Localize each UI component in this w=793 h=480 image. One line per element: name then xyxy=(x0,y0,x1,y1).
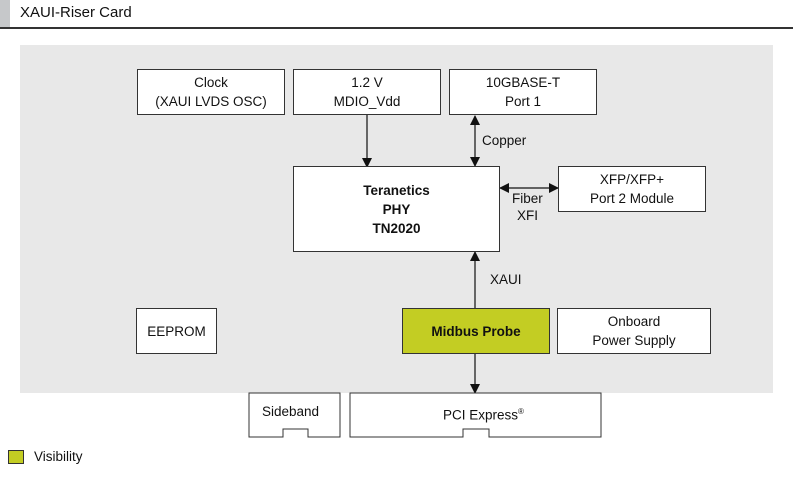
port1-line1: 10GBASE-T xyxy=(485,75,561,90)
legend-visibility-swatch xyxy=(8,450,24,464)
copper-label: Copper xyxy=(482,133,527,148)
eeprom-line1: EEPROM xyxy=(147,323,206,339)
eeprom-block: EEPROM xyxy=(136,308,217,354)
xfp-line1: XFP/XFP+ xyxy=(599,172,665,187)
fiber-label: Fiber xyxy=(512,191,543,206)
power-supply-block: Onboard Power Supply xyxy=(557,308,711,354)
legend-visibility-label: Visibility xyxy=(34,449,83,464)
mdio-line2: MDIO_Vdd xyxy=(333,94,401,109)
phy-line2: PHY xyxy=(382,201,411,217)
pcie-label: PCI Express® xyxy=(443,403,524,424)
power-line1: Onboard xyxy=(607,314,661,329)
xfp-line2: Port 2 Module xyxy=(589,191,675,206)
mdio-line1: 1.2 V xyxy=(351,75,383,90)
pcie-text: PCI Express xyxy=(443,407,519,423)
phy-line1: Teranetics xyxy=(363,182,430,198)
power-line2: Power Supply xyxy=(592,333,676,348)
port1-line2: Port 1 xyxy=(504,94,542,109)
xfi-label: XFI xyxy=(517,208,539,223)
phy-line3: TN2020 xyxy=(372,220,421,236)
title-accent xyxy=(0,0,10,28)
title-rule xyxy=(0,27,793,29)
clock-block: Clock (XAUI LVDS OSC) xyxy=(137,69,285,115)
mdio-vdd-block: 1.2 V MDIO_Vdd xyxy=(293,69,441,115)
midbus-line1: Midbus Probe xyxy=(431,323,521,339)
title-bar: XAUI-Riser Card xyxy=(0,0,793,29)
diagram-title: XAUI-Riser Card xyxy=(20,4,132,21)
port1-block: 10GBASE-T Port 1 xyxy=(449,69,597,115)
clock-line1: Clock xyxy=(194,75,228,90)
xfp-block: XFP/XFP+ Port 2 Module xyxy=(558,166,706,212)
registered-mark: ® xyxy=(518,407,524,416)
phy-block: Teranetics PHY TN2020 xyxy=(293,166,500,252)
clock-line2: (XAUI LVDS OSC) xyxy=(155,94,267,109)
sideband-label: Sideband xyxy=(262,404,320,419)
midbus-probe-block: Midbus Probe xyxy=(402,308,550,354)
xaui-label: XAUI xyxy=(490,272,522,287)
